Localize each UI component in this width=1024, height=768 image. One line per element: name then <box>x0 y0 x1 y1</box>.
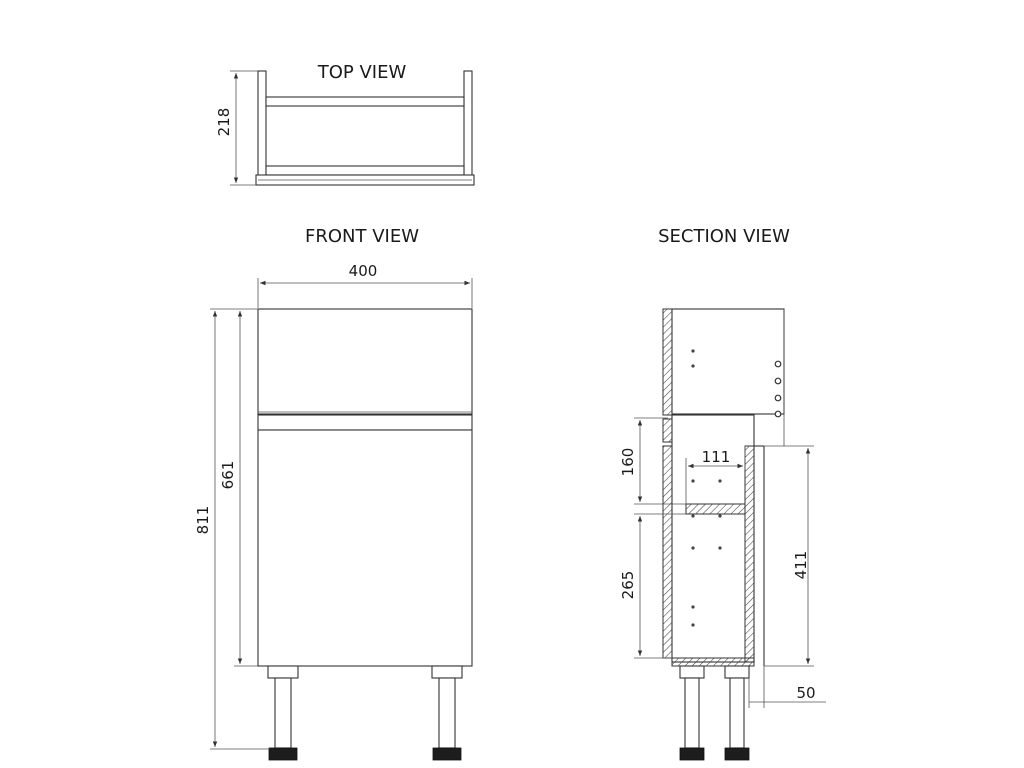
top-front-rail <box>265 165 465 176</box>
top-back-rail <box>265 96 465 107</box>
section-shelf <box>685 503 746 515</box>
front-left-foot <box>268 747 298 761</box>
section-shelf-depth-label: 111 <box>702 448 731 466</box>
section-front-leg <box>679 665 705 761</box>
front-view-title: FRONT VIEW <box>305 226 419 247</box>
section-back-hole <box>774 394 782 402</box>
section-door <box>662 445 673 659</box>
section-back-panel <box>744 445 755 663</box>
section-front-leg-collar <box>679 665 705 679</box>
section-plinth-setback-label: 50 <box>796 684 815 702</box>
top-depth-label: 218 <box>215 108 233 137</box>
section-drill-hole <box>718 479 722 483</box>
section-drill-hole <box>691 546 695 550</box>
front-width-label: 400 <box>349 262 378 280</box>
section-drill-hole <box>691 349 695 353</box>
front-drawer-panel <box>257 308 473 415</box>
section-drill-hole <box>718 514 722 518</box>
section-back-hole <box>774 410 782 418</box>
section-upper-rear <box>671 308 785 415</box>
front-left-leg-collar <box>267 665 299 679</box>
section-rear-height-label: 411 <box>792 551 810 580</box>
section-lower-gap-label: 265 <box>619 571 637 600</box>
front-view: FRONT VIEW 400 661 811 <box>194 226 473 761</box>
section-rear-leg-shaft <box>729 677 745 749</box>
front-carcass-height-label: 661 <box>219 461 237 490</box>
section-front-leg-shaft <box>684 677 700 749</box>
section-carcass-side <box>671 414 755 663</box>
front-door-panel <box>257 429 473 667</box>
section-drill-hole <box>691 364 695 368</box>
front-handle-rail <box>257 414 473 431</box>
front-left-leg <box>267 665 299 761</box>
front-right-foot <box>432 747 462 761</box>
section-rail-front <box>662 418 673 443</box>
section-rear-leg-collar <box>724 665 750 679</box>
section-drill-hole <box>691 514 695 518</box>
section-view-title: SECTION VIEW <box>658 226 790 247</box>
top-view-title: TOP VIEW <box>317 62 407 83</box>
top-view: TOP VIEW 218 <box>215 62 475 186</box>
section-back-hole <box>774 360 782 368</box>
section-rear-foot <box>724 747 750 761</box>
section-drill-hole <box>691 479 695 483</box>
section-base <box>671 657 755 667</box>
section-view: SECTION VIEW <box>619 226 826 761</box>
section-upper-gap-label: 160 <box>619 448 637 477</box>
front-right-leg <box>431 665 463 761</box>
front-total-height-label: 811 <box>194 506 212 535</box>
front-right-leg-shaft <box>438 677 456 749</box>
section-drawer-front <box>662 308 673 416</box>
section-drill-hole <box>691 605 695 609</box>
section-rear-leg <box>724 665 750 761</box>
front-left-leg-shaft <box>274 677 292 749</box>
section-drill-hole <box>718 546 722 550</box>
section-back-hole <box>774 377 782 385</box>
section-front-foot <box>679 747 705 761</box>
top-right-panel <box>463 70 473 181</box>
front-right-leg-collar <box>431 665 463 679</box>
section-drill-hole <box>691 623 695 627</box>
top-left-panel <box>257 70 267 181</box>
